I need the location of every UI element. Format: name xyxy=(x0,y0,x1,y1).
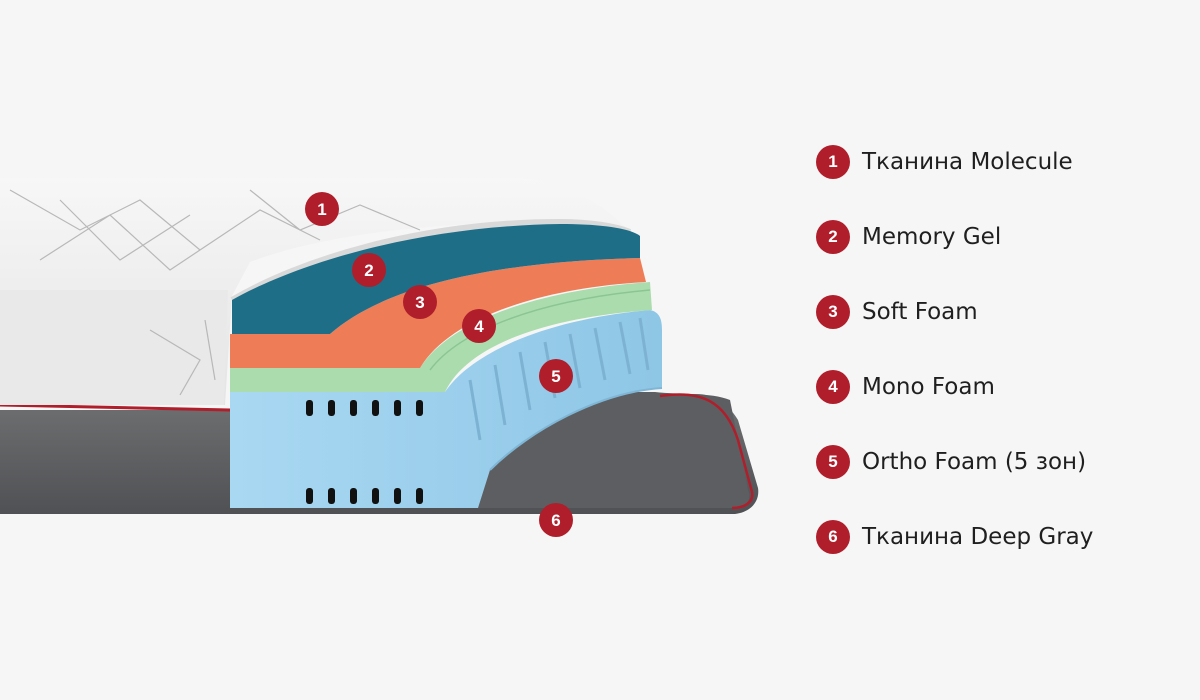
legend-label: Тканина Deep Gray xyxy=(862,524,1094,550)
legend-label: Memory Gel xyxy=(862,224,1002,250)
legend-item-4: 4 Mono Foam xyxy=(816,369,1186,405)
legend-item-5: 5 Ortho Foam (5 зон) xyxy=(816,444,1186,480)
svg-text:1: 1 xyxy=(317,200,326,219)
layer-1-cover-fabric xyxy=(0,178,632,405)
legend-item-1: 1 Тканина Molecule xyxy=(816,144,1186,180)
legend-badge: 4 xyxy=(816,370,850,404)
legend-label: Mono Foam xyxy=(862,374,995,400)
svg-text:3: 3 xyxy=(415,293,424,312)
svg-text:6: 6 xyxy=(551,511,560,530)
legend-badge: 3 xyxy=(816,295,850,329)
legend-item-6: 6 Тканина Deep Gray xyxy=(816,519,1186,555)
marker-1: 1 xyxy=(305,192,339,226)
legend-badge: 1 xyxy=(816,145,850,179)
legend-item-3: 3 Soft Foam xyxy=(816,294,1186,330)
legend-label: Тканина Molecule xyxy=(862,149,1073,175)
marker-2: 2 xyxy=(352,253,386,287)
legend-badge: 2 xyxy=(816,220,850,254)
layer-legend: 1 Тканина Molecule 2 Memory Gel 3 Soft F… xyxy=(816,144,1186,594)
legend-label: Soft Foam xyxy=(862,299,978,325)
layer-2-memory-gel xyxy=(232,224,640,334)
marker-4: 4 xyxy=(462,309,496,343)
legend-badge: 5 xyxy=(816,445,850,479)
marker-5: 5 xyxy=(539,359,573,393)
svg-text:4: 4 xyxy=(474,317,484,336)
svg-text:5: 5 xyxy=(551,367,560,386)
layer-4-mono-foam xyxy=(230,282,652,392)
marker-3: 3 xyxy=(403,285,437,319)
legend-label: Ortho Foam (5 зон) xyxy=(862,449,1087,475)
marker-6: 6 xyxy=(539,503,573,537)
svg-text:2: 2 xyxy=(364,261,373,280)
legend-badge: 6 xyxy=(816,520,850,554)
layer-3-soft-foam xyxy=(230,258,646,368)
legend-item-2: 2 Memory Gel xyxy=(816,219,1186,255)
